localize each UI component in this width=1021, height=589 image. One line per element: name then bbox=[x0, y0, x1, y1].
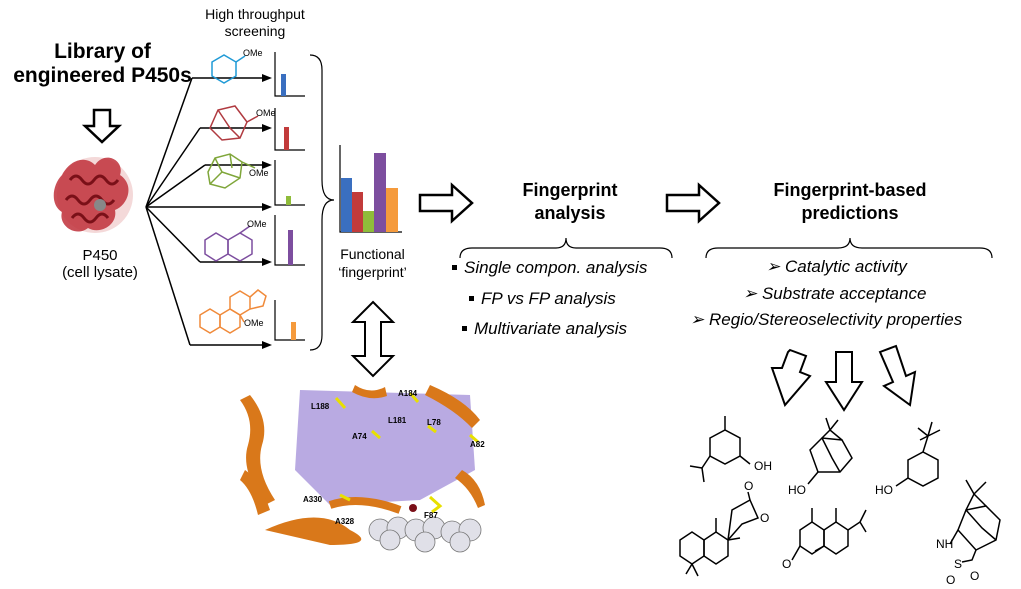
analysis-title-line1: Fingerprint bbox=[522, 180, 618, 200]
residue-label-a330: A330 bbox=[303, 495, 323, 504]
fingerprint-bar-orange bbox=[386, 188, 398, 232]
residue-label-a74: A74 bbox=[352, 432, 367, 441]
bullet-arrow-icon: ➢ bbox=[690, 310, 709, 329]
analysis-brace bbox=[459, 237, 673, 259]
residue-label-l78: L78 bbox=[427, 418, 441, 427]
analysis-title: Fingerprint analysis bbox=[495, 179, 645, 225]
p450-protein-image bbox=[53, 157, 133, 233]
prediction-arrow-left bbox=[770, 348, 812, 407]
tert-butylcyclohexanol-ho-label: HO bbox=[875, 483, 893, 497]
library-down-arrow bbox=[81, 108, 123, 144]
bullet-arrow-icon: ➢ bbox=[743, 284, 762, 303]
prediction-item-catalytic: ➢ Catalytic activity bbox=[766, 257, 907, 277]
cyclohexane-substrate bbox=[211, 54, 237, 84]
library-title-line1: Library of bbox=[54, 40, 151, 63]
p450-label: P450 (cell lysate) bbox=[45, 247, 155, 281]
hts-label-line1: High throughput bbox=[205, 6, 305, 22]
prediction-arrow-middle bbox=[824, 351, 864, 412]
assay-plots bbox=[274, 52, 305, 341]
sclareolide-product bbox=[679, 491, 760, 577]
ome-label-steroid: OMe bbox=[244, 318, 264, 328]
ome-label-cyclohexane: OMe bbox=[243, 48, 263, 58]
assay-bar-steroid bbox=[291, 322, 296, 340]
residue-label-a82: A82 bbox=[470, 440, 485, 449]
prediction-item-substrate-text: Substrate acceptance bbox=[761, 284, 927, 303]
analysis-item-multivariate: Multivariate analysis bbox=[474, 319, 628, 338]
residue-label-f87: F87 bbox=[424, 511, 438, 520]
prediction-arrow-right bbox=[878, 344, 917, 407]
decalin-substrate bbox=[204, 225, 253, 262]
hts-label-line2: screening bbox=[224, 23, 286, 39]
assay-bar-decalin bbox=[288, 230, 293, 265]
assay-bar-norbornane bbox=[284, 127, 289, 150]
sultam-o1-label: O bbox=[946, 573, 955, 587]
arrow-to-analysis bbox=[418, 182, 474, 224]
predictions-title-line1: Fingerprint-based bbox=[773, 180, 927, 200]
product-structures: OH HO HO O O O NH S O O bbox=[679, 416, 1001, 587]
tert-butylcyclohexanol-product bbox=[895, 421, 941, 487]
camphorsultam-product bbox=[949, 479, 1001, 563]
bullet-arrow-icon: ➢ bbox=[766, 257, 785, 276]
predictions-title: Fingerprint-based predictions bbox=[745, 179, 955, 225]
fingerprint-chart bbox=[339, 145, 402, 233]
adamantane-substrate bbox=[207, 153, 256, 189]
borneol-product bbox=[807, 417, 853, 485]
fingerprint-bar-red bbox=[352, 192, 363, 232]
sclareolide-carbonyl-o-label: O bbox=[744, 479, 753, 493]
analysis-item-fp-vs-fp: FP vs FP analysis bbox=[481, 289, 616, 308]
fingerprint-bar-blue bbox=[341, 178, 352, 232]
active-site-structure bbox=[240, 383, 485, 553]
fingerprint-label: Functional ‘fingerprint’ bbox=[320, 245, 425, 281]
menthol-oh-label: OH bbox=[754, 459, 772, 473]
sultam-o2-label: O bbox=[970, 569, 979, 583]
p450-label-line2: (cell lysate) bbox=[62, 264, 138, 281]
prediction-item-regio: ➢ Regio/Stereoselectivity properties bbox=[690, 310, 962, 330]
prediction-item-catalytic-text: Catalytic activity bbox=[784, 257, 907, 276]
ome-label-adamantane: OMe bbox=[249, 168, 269, 178]
analysis-title-line2: analysis bbox=[534, 203, 606, 223]
nootkatone-o-label: O bbox=[782, 557, 791, 571]
predictions-brace bbox=[705, 237, 993, 259]
sclareolide-ring-o-label: O bbox=[760, 511, 769, 525]
p450-label-line1: P450 bbox=[82, 247, 118, 264]
menthol-product bbox=[689, 416, 751, 483]
sultam-nh-label: NH bbox=[936, 537, 953, 551]
borneol-ho-label: HO bbox=[788, 483, 806, 497]
residue-label-a184: A184 bbox=[398, 389, 418, 398]
sultam-s-label: S bbox=[954, 557, 962, 571]
analysis-item-single: Single compon. analysis bbox=[464, 258, 648, 277]
assay-brace bbox=[309, 54, 335, 351]
residue-label-a328: A328 bbox=[335, 517, 355, 526]
fingerprint-label-line1: Functional bbox=[340, 246, 405, 262]
prediction-item-substrate: ➢ Substrate acceptance bbox=[743, 284, 926, 304]
library-title-line2: engineered P450s bbox=[13, 64, 192, 87]
screening-arrows bbox=[145, 77, 265, 346]
arrow-to-predictions bbox=[665, 182, 721, 224]
predictions-title-line2: predictions bbox=[801, 203, 899, 223]
assay-bar-cyclohexane bbox=[281, 74, 286, 96]
fingerprint-bar-purple bbox=[374, 153, 386, 232]
hts-label: High throughput screening bbox=[195, 6, 315, 40]
residue-label-l188: L188 bbox=[311, 402, 330, 411]
assay-bar-adamantane bbox=[286, 196, 291, 205]
ome-label-norbornane: OMe bbox=[256, 108, 276, 118]
norbornane-substrate bbox=[209, 105, 259, 141]
residue-label-l181: L181 bbox=[388, 416, 407, 425]
ome-label-decalin: OMe bbox=[247, 219, 267, 229]
fingerprint-label-line2: ‘fingerprint’ bbox=[338, 264, 407, 280]
vertical-double-arrow bbox=[350, 300, 396, 378]
prediction-item-regio-text: Regio/Stereoselectivity properties bbox=[708, 310, 963, 329]
nootkatone-product bbox=[791, 508, 867, 561]
library-title: Library of engineered P450s bbox=[10, 40, 195, 88]
steroid-substrate bbox=[199, 289, 267, 334]
fingerprint-bar-green bbox=[363, 211, 374, 232]
